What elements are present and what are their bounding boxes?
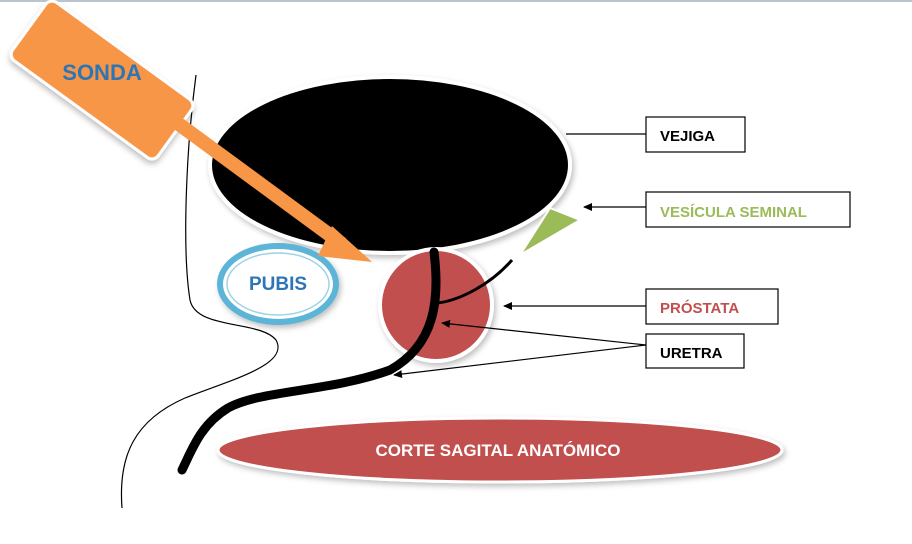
prostate-label: PRÓSTATA [660, 299, 739, 317]
prostate-label-box [645, 288, 779, 325]
probe-group [9, 0, 195, 161]
vesicle-label: VESÍCULA SEMINAL [660, 204, 807, 221]
cross-section-shape [216, 416, 784, 484]
seminal-vesicle-shape [519, 206, 583, 256]
body-outline [120, 74, 279, 509]
cross-section-label: CORTE SAGITAL ANATÓMICO [376, 441, 621, 460]
probe-box [9, 0, 195, 161]
urethra-path [177, 247, 441, 475]
vesicle-label-box [645, 191, 851, 228]
pubis-label: PUBIS [249, 274, 307, 295]
probe-label: SONDA [62, 60, 142, 85]
probe-arrow [171, 116, 372, 262]
urethra-label-box [645, 333, 745, 369]
bladder-label: VEJIGA [660, 128, 715, 145]
urethra-arrow-lower [393, 344, 647, 379]
seminal-duct [437, 259, 514, 305]
bladder-shape [208, 75, 572, 255]
urethra-label: URETRA [660, 345, 723, 362]
urethra-arrow-upper [441, 319, 647, 346]
bladder-label-box [645, 116, 746, 153]
pubis-ring [217, 243, 339, 325]
pubis-inner-ring [226, 252, 330, 316]
